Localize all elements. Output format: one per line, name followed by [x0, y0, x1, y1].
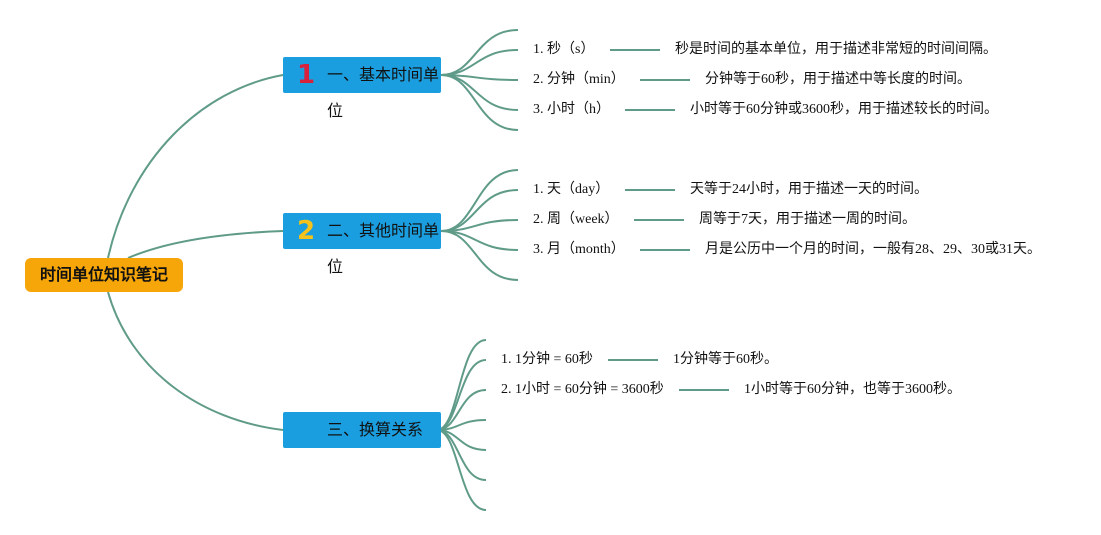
item-minute[interactable]: 2. 分钟（min） — [533, 72, 625, 87]
item-connector — [640, 249, 690, 251]
branch-label: 三、换算关系 — [327, 420, 424, 439]
badge-number-icon: 2 — [297, 216, 316, 246]
item-second[interactable]: 1. 秒（s） — [533, 42, 595, 57]
item-day[interactable]: 1. 天（day） — [533, 182, 610, 197]
item-minute-conversion[interactable]: 1. 1分钟 = 60秒 — [501, 352, 593, 367]
branch-1-link-1 — [440, 29, 519, 76]
root-title: 时间单位知识笔记 — [39, 265, 168, 284]
item-desc[interactable]: 秒是时间的基本单位，用于描述非常短的时间间隔。 — [675, 42, 997, 57]
item-desc[interactable]: 天等于24小时，用于描述一天的时间。 — [690, 182, 928, 197]
branch-label: 二、其他时间单位 — [327, 221, 440, 276]
branch-3-link-1 — [436, 339, 487, 431]
branch-1-link-5 — [440, 74, 519, 131]
branch-3-link-7 — [436, 429, 487, 511]
branch-3-link-2 — [436, 359, 487, 431]
branch-label: 一、基本时间单位 — [327, 65, 440, 120]
branch-other-units[interactable]: 2 二、其他时间单位 — [283, 213, 441, 276]
item-desc[interactable]: 分钟等于60秒，用于描述中等长度的时间。 — [705, 72, 971, 87]
item-desc[interactable]: 周等于7天，用于描述一周的时间。 — [699, 212, 916, 227]
root-topic[interactable]: 时间单位知识笔记 — [25, 258, 183, 292]
item-desc[interactable]: 小时等于60分钟或3600秒，用于描述较长的时间。 — [690, 102, 998, 117]
branch-2-link-5 — [440, 230, 519, 281]
item-hour[interactable]: 3. 小时（h） — [533, 102, 610, 117]
branch-conversion[interactable]: 三、换算关系 — [283, 412, 441, 448]
root-link-branch-1 — [107, 74, 284, 259]
root-link-branch-3 — [107, 291, 284, 431]
item-connector — [625, 109, 675, 111]
item-desc[interactable]: 1分钟等于60秒。 — [673, 352, 778, 367]
item-connector — [608, 359, 658, 361]
item-hour-conversion[interactable]: 2. 1小时 = 60分钟 = 3600秒 — [501, 382, 664, 397]
item-connector — [610, 49, 660, 51]
item-connector — [679, 389, 729, 391]
item-desc[interactable]: 月是公历中一个月的时间，一般有28、29、30或31天。 — [705, 242, 1041, 257]
item-month[interactable]: 3. 月（month） — [533, 242, 625, 257]
branch-basic-units[interactable]: 1 一、基本时间单位 — [283, 57, 441, 120]
badge-number-icon: 1 — [297, 60, 316, 90]
item-connector — [625, 189, 675, 191]
item-connector — [634, 219, 684, 221]
branch-2-link-1 — [440, 169, 519, 232]
root-link-branch-2 — [127, 230, 284, 259]
branch-1-link-2 — [440, 49, 519, 76]
item-connector — [640, 79, 690, 81]
item-desc[interactable]: 1小时等于60分钟，也等于3600秒。 — [744, 382, 961, 397]
item-week[interactable]: 2. 周（week） — [533, 212, 619, 227]
